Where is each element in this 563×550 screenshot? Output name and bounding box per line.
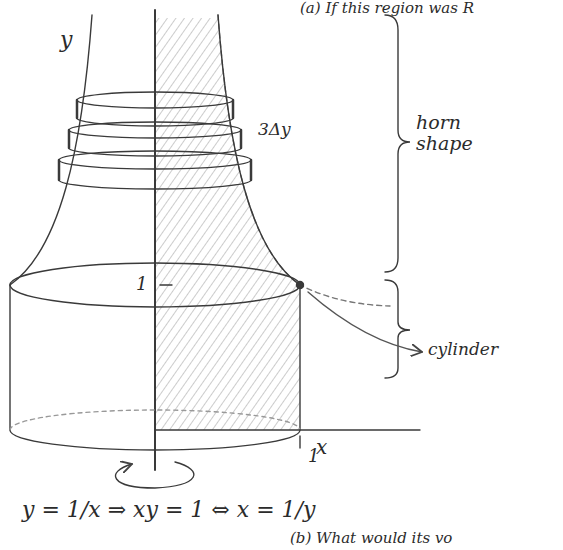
- part-label: cylinder: [428, 340, 498, 359]
- dimension-label: 3Δy: [258, 120, 291, 139]
- cut-question-text: (b) What would its vo: [290, 530, 452, 547]
- cut-question-text: (a) If this region was R: [300, 0, 474, 17]
- equation: y = 1/x ⇒ xy = 1 ⇔ x = 1/y: [22, 498, 315, 522]
- part-label: horn shape: [416, 112, 486, 154]
- axis-label: y: [60, 28, 72, 52]
- tick-label: 1: [136, 274, 147, 294]
- tick-label: 1: [308, 446, 319, 466]
